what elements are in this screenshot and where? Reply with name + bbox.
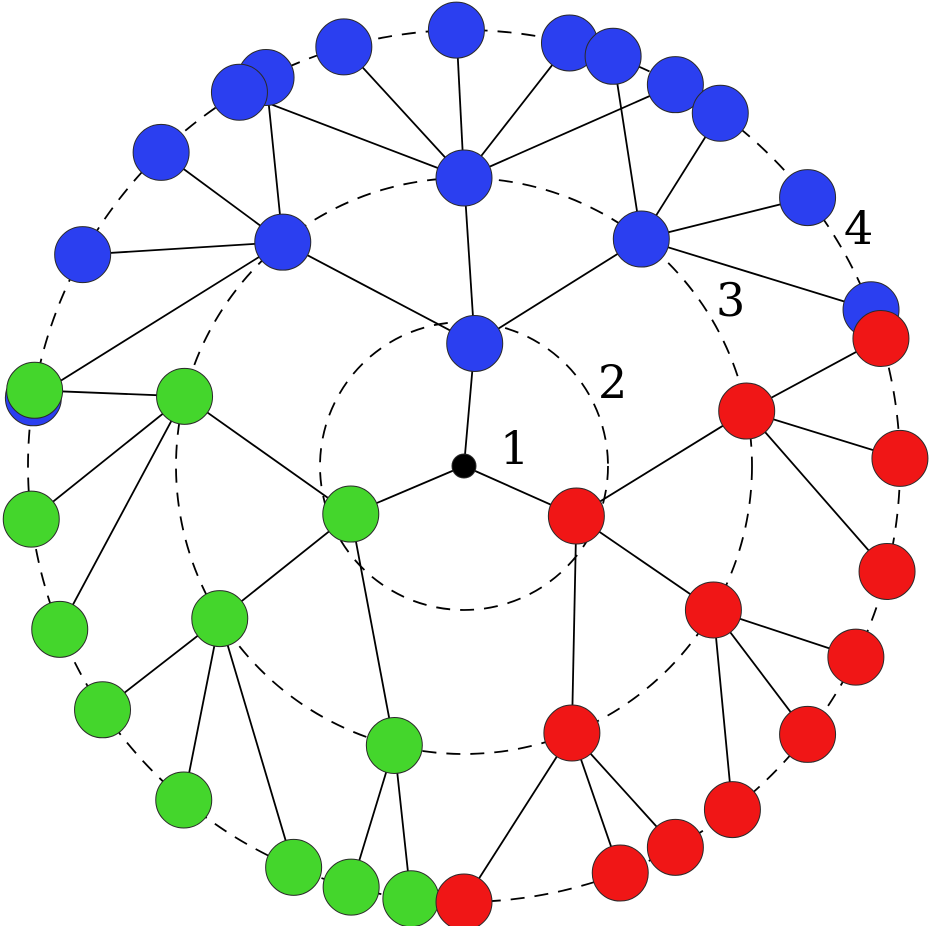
edge-branch-2-child-1 — [184, 395, 352, 515]
edge-branch-3-child-2-leaf-3 — [712, 609, 734, 810]
branch-2-child-2-leaf-3-node — [265, 838, 323, 896]
branch-3-child-1-leaf-3-node — [858, 542, 916, 600]
branch-1-child-3-leaf-3-node — [779, 169, 837, 227]
branch-1-child-2-leaf-2-node — [315, 18, 373, 76]
edge-branch-3-child-1 — [575, 410, 748, 517]
edge-branch-2-child-2-leaf-3 — [218, 618, 295, 868]
branch-2-node — [322, 485, 380, 543]
branch-1-child-1-leaf-3-node — [132, 123, 190, 181]
edge-branch-3-child-3 — [570, 516, 578, 734]
edge-branch-2-child-3 — [349, 513, 396, 746]
branch-2-child-3-leaf-2-node — [382, 870, 440, 926]
branch-1-node — [446, 314, 504, 372]
branch-3-child-1-leaf-1-node — [852, 310, 910, 368]
branch-2-child-2-leaf-2-node — [155, 771, 213, 829]
edge-branch-1-child-3 — [474, 238, 642, 345]
edge-branch-2-child-1-leaf-3 — [58, 395, 186, 630]
edge-branch-2-child-2-leaf-2 — [182, 618, 221, 801]
branch-3-child-2-node — [684, 581, 742, 639]
branch-2-child-1-node — [156, 367, 214, 425]
branch-2-child-3-leaf-1-node — [322, 858, 380, 916]
branch-3-node — [547, 487, 605, 545]
edge-branch-3-child-1-leaf-3 — [746, 410, 888, 573]
branch-2-child-3-node — [365, 716, 423, 774]
branch-3-child-1-leaf-2-node — [871, 429, 929, 487]
edge-branch-1-child-1 — [282, 241, 476, 345]
edge-branch-1-child-3-leaf-1 — [612, 56, 643, 240]
branch-2-child-2-leaf-1-node — [74, 681, 132, 739]
branch-3-child-2-leaf-1-node — [827, 628, 885, 686]
branch-1-child-2-leaf-3-node — [427, 1, 485, 59]
branch-2-child-1-leaf-2-node — [2, 490, 60, 548]
branch-2-child-1-leaf-1-node — [6, 361, 64, 419]
shell-label-3: 3 — [716, 273, 745, 327]
edge-branch-1-child-3-leaf-4 — [641, 238, 872, 311]
branch-2-child-2-node — [191, 590, 249, 648]
edge-branch-1-child-1-leaf-1 — [32, 241, 284, 399]
root-node — [451, 453, 477, 479]
branch-3-child-3-leaf-1-node — [591, 844, 649, 902]
branch-1-child-3-node — [612, 210, 670, 268]
branch-1-child-2-node — [435, 149, 493, 207]
shell-label-4: 4 — [844, 201, 873, 255]
branch-1-child-2-leaf-5-node — [646, 56, 704, 114]
branch-3-child-1-node — [718, 382, 776, 440]
shell-label-1: 1 — [500, 421, 529, 475]
edge-branch-2-child-1-leaf-2 — [30, 395, 186, 520]
branch-3-child-2-leaf-3-node — [703, 781, 761, 839]
branch-1-child-3-leaf-1-node — [584, 27, 642, 85]
branch-1-child-2-leaf-1-node — [210, 63, 268, 121]
branch-3-child-3-leaf-3-node — [435, 873, 493, 926]
edge-branch-1-child-3-leaf-3 — [641, 196, 808, 240]
branch-3-child-3-leaf-2-node — [646, 818, 704, 876]
edge-branch-1-child-2-leaf-5 — [463, 83, 676, 179]
branch-1-child-1-leaf-2-node — [54, 226, 112, 284]
shell-labels: 1 2 3 4 — [500, 201, 873, 475]
branch-3-child-2-leaf-2-node — [779, 705, 837, 763]
branch-1-child-1-node — [254, 213, 312, 271]
branch-2-child-1-leaf-3-node — [31, 600, 89, 658]
edge-branch-3-child-3-leaf-3 — [463, 732, 573, 903]
edge-branch-1-child-2-leaf-1 — [239, 91, 465, 179]
shell-label-2: 2 — [598, 355, 627, 409]
branch-1-child-3-leaf-2-node — [691, 84, 749, 142]
branch-3-child-3-node — [543, 704, 601, 762]
edge-branch-1-child-1-leaf-2 — [82, 241, 283, 256]
edge-branch-1-child-2-leaf-2 — [343, 46, 465, 179]
edge-branch-1-child-2-leaf-4 — [463, 42, 571, 179]
